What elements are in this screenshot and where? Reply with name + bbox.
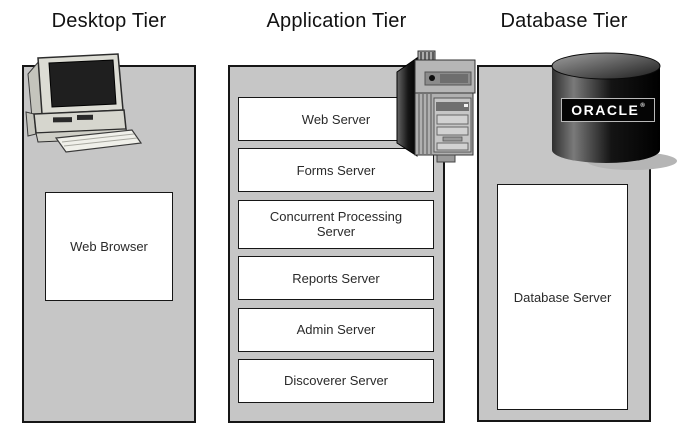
app-server-box-concurrent: Concurrent Processing Server: [238, 199, 434, 249]
application-server-stack: Web Server Forms Server Concurrent Proce…: [238, 97, 434, 403]
server-tower-icon: [396, 50, 476, 163]
database-tier-title: Database Tier: [500, 10, 628, 32]
oracle-brand-plate: ORACLE ®: [561, 98, 655, 122]
app-server-box-forms: Forms Server: [238, 148, 434, 193]
app-server-box-discoverer: Discoverer Server: [238, 358, 434, 403]
web-browser-box: Web Browser: [45, 192, 173, 301]
app-server-box-reports: Reports Server: [238, 256, 434, 301]
desktop-tier-title: Desktop Tier: [51, 10, 167, 32]
database-server-box: Database Server: [497, 184, 628, 410]
oracle-database-icon: ORACLE ®: [548, 50, 678, 172]
application-tier-title: Application Tier: [266, 10, 407, 32]
oracle-registered-mark: ®: [640, 103, 645, 109]
web-browser-label: Web Browser: [70, 239, 148, 254]
database-server-label: Database Server: [513, 289, 612, 305]
app-server-box-admin: Admin Server: [238, 307, 434, 352]
oracle-brand-text: ORACLE: [571, 102, 640, 118]
desktop-computer-icon: [25, 53, 142, 153]
